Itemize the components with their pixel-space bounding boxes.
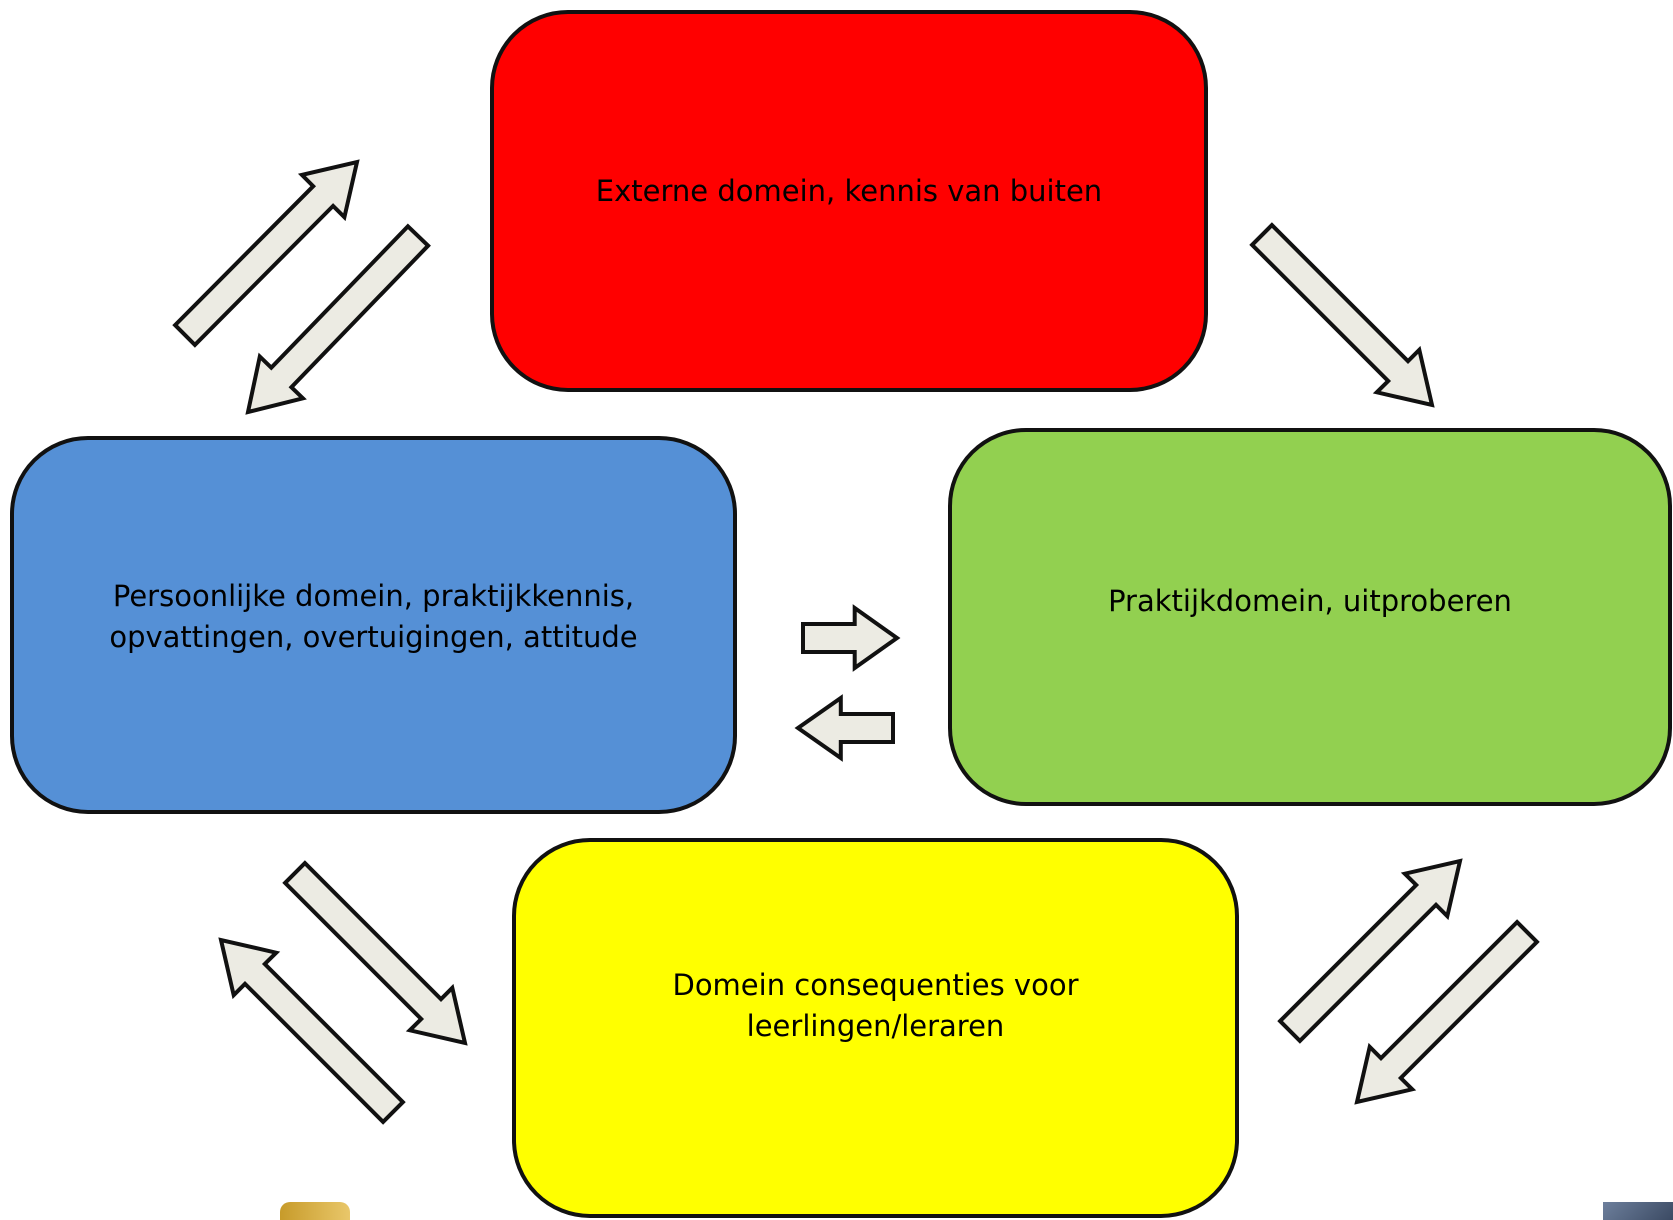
arrow-practice-to-personal — [794, 694, 895, 762]
block-arrow-icon — [801, 604, 901, 672]
block-arrow-icon — [282, 860, 468, 1046]
block-arrow-icon — [172, 159, 360, 348]
partial-logo-icon — [1603, 1202, 1673, 1220]
block-arrow-icon — [794, 694, 895, 762]
external-domain-label: Externe domein, kennis van buiten — [595, 173, 1103, 208]
arrow-personal-to-practice — [801, 604, 901, 672]
external-domain-box: Externe domein, kennis van buiten — [490, 10, 1208, 392]
consequences-domain-box: Domein consequenties voor leerlingen/ler… — [512, 838, 1239, 1218]
arrow-practice-to-consequences — [1354, 919, 1540, 1105]
block-arrow-icon — [1354, 919, 1540, 1105]
arrow-personal-to-consequences — [282, 860, 468, 1046]
block-arrow-icon — [1249, 222, 1435, 408]
personal-domain-label: Persoonlijke domein, praktijkkennis, opv… — [109, 579, 638, 654]
personal-domain-box: Persoonlijke domein, praktijkkennis, opv… — [10, 436, 737, 814]
arrow-personal-to-external — [172, 159, 360, 348]
block-arrow-icon — [1277, 858, 1463, 1044]
arrow-external-to-personal — [245, 223, 431, 415]
block-arrow-icon — [245, 223, 431, 415]
arrow-consequences-to-practice — [1277, 858, 1463, 1044]
partial-logo-icon — [280, 1202, 350, 1220]
arrow-consequences-to-personal — [218, 937, 406, 1125]
block-arrow-icon — [218, 937, 406, 1125]
practice-domain-box: Praktijkdomein, uitproberen — [948, 428, 1672, 806]
practice-domain-label: Praktijkdomein, uitproberen — [1108, 583, 1512, 618]
consequences-domain-label: Domein consequenties voor leerlingen/ler… — [672, 968, 1079, 1043]
arrow-external-to-practice — [1249, 222, 1435, 408]
